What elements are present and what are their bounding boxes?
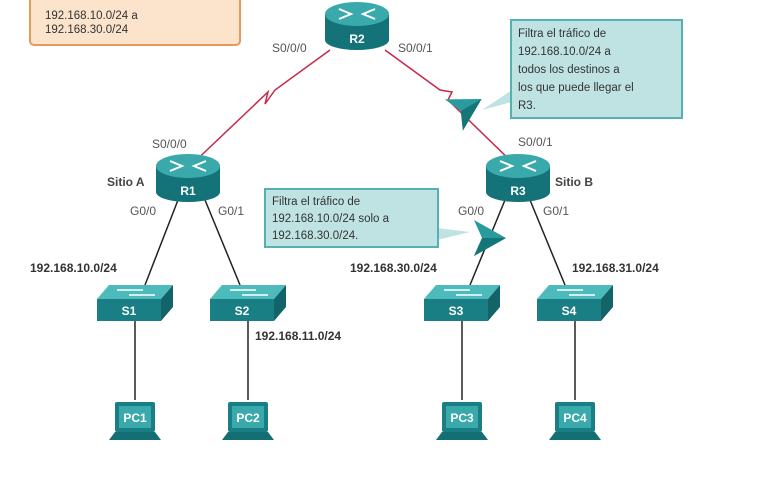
router-r2[interactable]: R2 (324, 1, 390, 51)
switch-label: S4 (562, 304, 577, 318)
serial-links (187, 49, 516, 169)
router-r1[interactable]: R1 (155, 153, 221, 203)
link-r2-r1 (187, 49, 331, 169)
pc-pc1[interactable]: PC1 (109, 402, 161, 440)
acl-filter-icon (474, 220, 506, 256)
note-line: 192.168.30.0/24. (272, 230, 358, 242)
pc-pc4[interactable]: PC4 (549, 402, 601, 440)
network-label: 192.168.31.0/24 (572, 261, 659, 275)
pc-label: PC2 (236, 411, 260, 425)
acl-filter-icon (444, 83, 491, 131)
note-line: 192.168.10.0/24 a (518, 46, 611, 58)
note-line: 192.168.30.0/24 (45, 24, 129, 36)
interface-label: G0/0 (458, 204, 484, 218)
pc-pc2[interactable]: PC2 (222, 402, 274, 440)
interface-label: S0/0/0 (152, 137, 187, 151)
switch-s2[interactable]: S2 (209, 284, 287, 322)
site-label-a: Sitio A (107, 175, 145, 189)
router-label: R1 (180, 184, 196, 198)
interface-label: S0/0/1 (398, 41, 433, 55)
switch-label: S3 (449, 304, 464, 318)
interface-label: S0/0/1 (518, 135, 553, 149)
note-line: Filtra el tráfico de (272, 196, 360, 208)
router-r3[interactable]: R3 (485, 153, 551, 203)
interface-label: G0/1 (218, 204, 244, 218)
note-line: Filtra el tráfico de (518, 28, 606, 40)
router-label: R3 (510, 184, 526, 198)
link-r2-r3 (384, 49, 516, 166)
interface-label: G0/0 (130, 204, 156, 218)
pc-label: PC4 (563, 411, 587, 425)
switch-s3[interactable]: S3 (423, 284, 501, 322)
note-line: los que puede llegar el (518, 82, 634, 94)
interface-label: G0/1 (543, 204, 569, 218)
note-line: 192.168.10.0/24 a (45, 10, 138, 22)
network-label: 192.168.10.0/24 (30, 261, 117, 275)
pc-pc3[interactable]: PC3 (436, 402, 488, 440)
switch-label: S1 (122, 304, 137, 318)
note-line: todos los destinos a (518, 64, 620, 76)
note-line: R3. (518, 100, 536, 112)
note-r1: Filtra el tráfico de 192.168.10.0/24 sol… (264, 188, 470, 248)
interface-label: S0/0/0 (272, 41, 307, 55)
note-line: 192.168.10.0/24 solo a (272, 213, 390, 225)
site-label-b: Sitio B (555, 175, 593, 189)
switch-label: S2 (235, 304, 250, 318)
router-label: R2 (349, 32, 365, 46)
pc-label: PC1 (123, 411, 147, 425)
note-r3: Filtra el tráfico de 192.168.10.0/24 a t… (482, 19, 683, 119)
network-label: 192.168.11.0/24 (255, 329, 341, 343)
note-top-left: 192.168.10.0/24 a 192.168.30.0/24 (29, 0, 241, 46)
switch-s4[interactable]: S4 (536, 284, 614, 322)
network-label: 192.168.30.0/24 (350, 261, 437, 275)
pc-label: PC3 (450, 411, 474, 425)
switch-s1[interactable]: S1 (96, 284, 174, 322)
